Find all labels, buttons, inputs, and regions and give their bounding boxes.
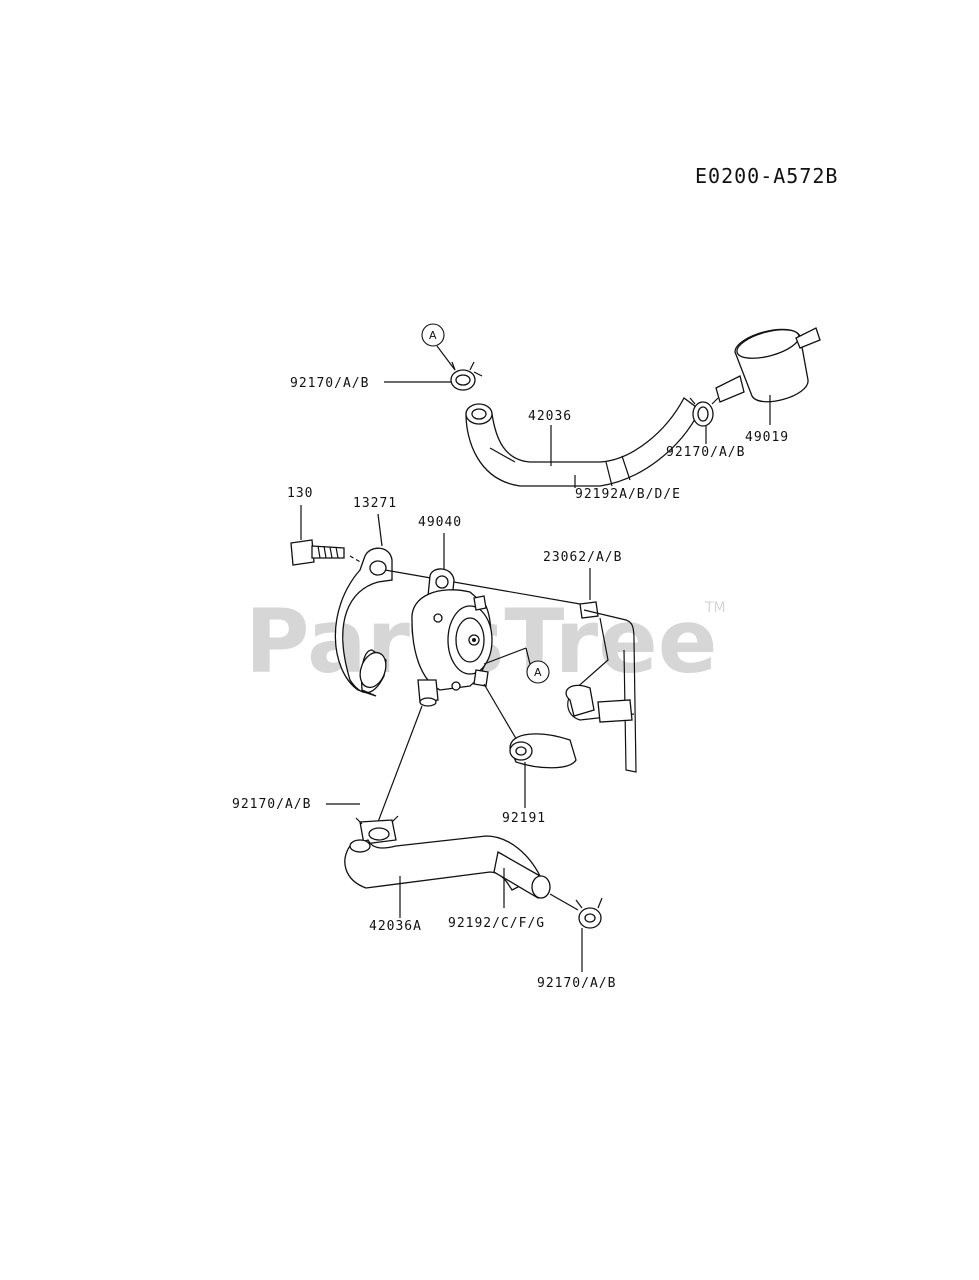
label-tube-top: 92192A/B/D/E	[575, 487, 681, 502]
label-tube-bottom: 92192/C/F/G	[448, 916, 545, 931]
label-clamp-top-right: 92170/A/B	[666, 445, 745, 460]
label-hose-top: 42036	[528, 409, 572, 424]
label-filter: 49019	[745, 430, 789, 445]
leader-bottom-clamp-connector	[549, 893, 579, 911]
hose-bottom-part	[344, 835, 551, 899]
label-gasket: 13271	[353, 496, 397, 511]
leader-gasket	[377, 513, 383, 547]
callout-a-top: A	[421, 323, 456, 371]
bracket-part	[565, 601, 637, 773]
leader-cap-connector	[483, 683, 519, 743]
fuel-filter-part	[715, 327, 821, 403]
label-hose-bottom: 42036A	[369, 919, 422, 934]
hose-top-part	[465, 397, 701, 487]
label-pump: 49040	[418, 515, 462, 530]
gasket-part	[334, 547, 393, 697]
watermark-trademark: TM	[704, 600, 726, 616]
bolt-part	[290, 539, 363, 566]
callout-a-mid-letter: A	[534, 666, 542, 679]
label-clamp-top-left: 92170/A/B	[290, 376, 369, 391]
callout-a-top-letter: A	[429, 329, 437, 342]
clamp-top-right-part	[689, 397, 719, 427]
fuel-pump-part	[411, 568, 493, 707]
label-clamp-bottom: 92170/A/B	[537, 976, 616, 991]
clamp-mid-left-part	[355, 815, 399, 845]
cap-part	[509, 733, 577, 769]
alignment-line	[384, 569, 581, 605]
label-cap: 92191	[502, 811, 546, 826]
label-bracket: 23062/A/B	[543, 550, 622, 565]
label-bolt: 130	[287, 486, 313, 501]
label-clamp-mid-left: 92170/A/B	[232, 797, 311, 812]
diagram-code: E0200-A572B	[695, 164, 838, 188]
clamp-bottom-part	[575, 897, 603, 929]
callout-a-mid: A	[483, 647, 550, 684]
clamp-top-left-part	[450, 361, 483, 391]
leader-pump-to-clamp	[377, 705, 423, 823]
